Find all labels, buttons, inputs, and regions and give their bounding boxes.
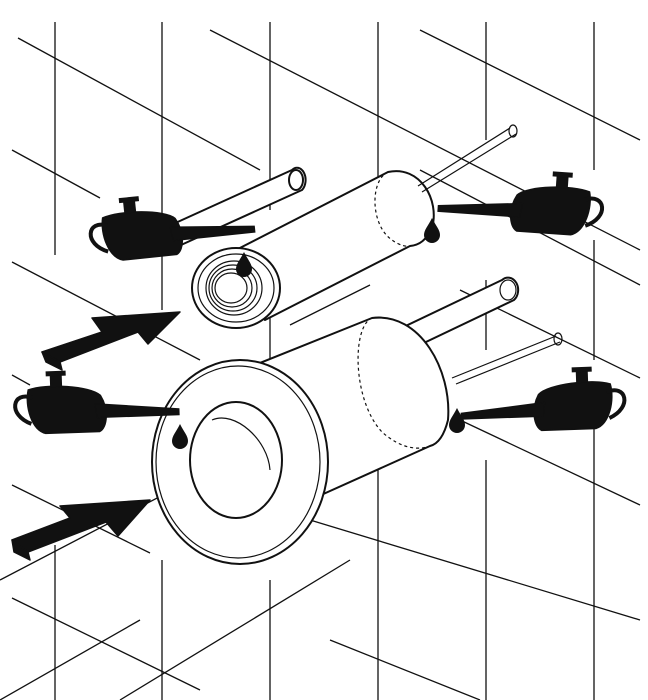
oil-can-icon [460, 366, 626, 434]
oil-can-icon [434, 161, 607, 239]
arrow-icon [41, 311, 181, 371]
oil-can-icon [14, 367, 180, 435]
wall-tile-grid [0, 22, 641, 700]
arrow-icon [11, 499, 151, 561]
oil-drop-icon [449, 408, 465, 433]
lower-pan-connector [151, 276, 563, 565]
